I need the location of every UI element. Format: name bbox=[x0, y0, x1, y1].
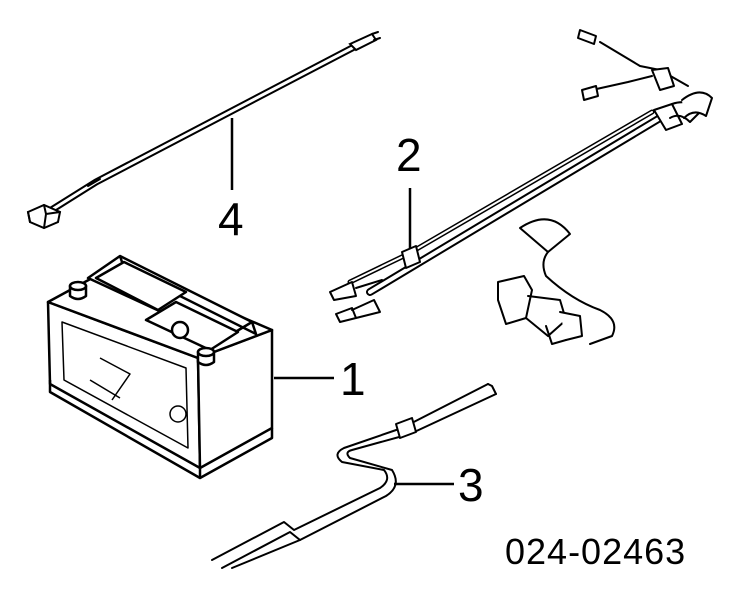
negative-cable bbox=[211, 383, 497, 569]
diagram-code: 024-02463 bbox=[505, 531, 687, 572]
callout-4: 4 bbox=[218, 193, 244, 245]
battery bbox=[46, 254, 274, 480]
callout-2: 2 bbox=[396, 129, 422, 181]
callout-3: 3 bbox=[458, 459, 484, 511]
positive-cable bbox=[329, 29, 713, 345]
callout-1: 1 bbox=[340, 353, 366, 405]
vent-hose bbox=[26, 31, 381, 230]
